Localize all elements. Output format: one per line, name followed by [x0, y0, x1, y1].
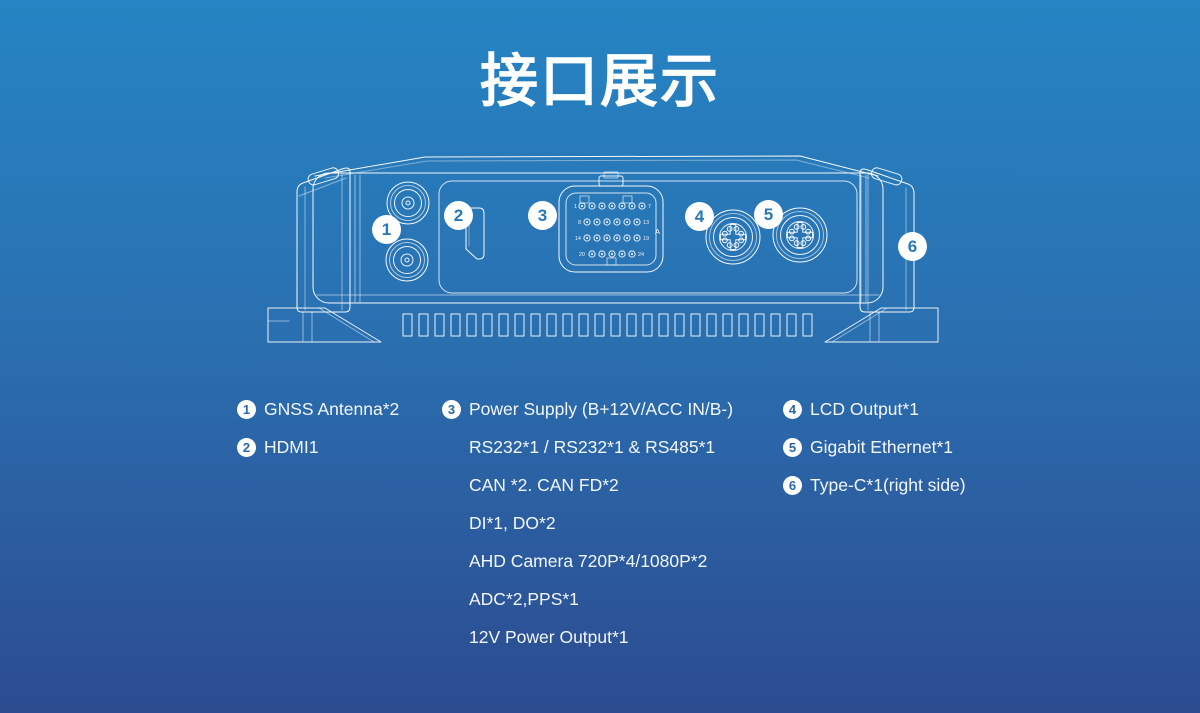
left-foot: [267, 307, 382, 343]
callout-6: 6: [898, 232, 927, 261]
legend-column-2: 3 Power Supply (B+12V/ACC IN/B-) RS232*1…: [442, 390, 733, 656]
gnss-connector-2: [385, 238, 429, 282]
svg-text:13: 13: [643, 220, 649, 226]
heatsink-fins: [402, 313, 813, 337]
bullet-4: 4: [783, 399, 802, 419]
legend-line-dido: DI*1, DO*2: [469, 512, 556, 533]
callout-4: 4: [685, 202, 714, 231]
legend-column-3: 4 LCD Output*1 5 Gigabit Ethernet*1 6 Ty…: [783, 390, 966, 504]
legend-line-12v: 12V Power Output*1: [469, 626, 629, 647]
legend-item-typec: 6 Type-C*1(right side): [783, 466, 966, 504]
bullet-5: 5: [783, 437, 802, 457]
device-top-ridge: [314, 155, 879, 177]
bullet-3: 3: [442, 399, 461, 419]
svg-text:1: 1: [574, 204, 577, 210]
svg-text:8: 8: [578, 220, 581, 226]
callout-2: 2: [444, 201, 473, 230]
svg-text:19: 19: [643, 236, 649, 242]
callout-1: 1: [372, 215, 401, 244]
bullet-1: 1: [237, 399, 256, 419]
callout-5: 5: [754, 200, 783, 229]
legend-item-lcd: 4 LCD Output*1: [783, 390, 966, 428]
callout-3: 3: [528, 201, 557, 230]
bullet-2: 2: [237, 437, 256, 457]
svg-text:14: 14: [575, 236, 581, 242]
svg-text:7: 7: [648, 204, 651, 210]
device-body: [312, 172, 884, 304]
legend-line-can: CAN *2. CAN FD*2: [469, 474, 619, 495]
legend-item-ethernet: 5 Gigabit Ethernet*1: [783, 428, 966, 466]
legend-item-gnss: 1 GNSS Antenna*2: [237, 390, 399, 428]
24pin-connector: [558, 171, 664, 273]
left-bracket: [296, 167, 351, 313]
gnss-connector-1: [386, 181, 430, 225]
right-bracket-slot: [870, 167, 903, 186]
legend-item-hdmi: 2 HDMI1: [237, 428, 399, 466]
legend-line-rs232: RS232*1 / RS232*1 & RS485*1: [469, 436, 716, 457]
right-foot: [824, 307, 939, 343]
ethernet-m12-connector: [772, 207, 828, 263]
svg-text:20: 20: [579, 252, 585, 258]
lcd-m12-connector: [705, 209, 761, 265]
connector-panel: [438, 180, 858, 294]
page-title: 接口展示: [479, 49, 720, 114]
device-illustration: 1 7 8 13 14 19 20 24 A: [267, 155, 939, 343]
bullet-6: 6: [783, 475, 802, 495]
legend-line-adc: ADC*2,PPS*1: [469, 588, 579, 609]
legend-item-power: 3 Power Supply (B+12V/ACC IN/B-): [442, 390, 733, 428]
svg-text:24: 24: [638, 252, 644, 258]
legend-column-1: 1 GNSS Antenna*2 2 HDMI1: [237, 390, 399, 466]
svg-text:A: A: [655, 227, 660, 236]
legend-line-ahd: AHD Camera 720P*4/1080P*2: [469, 550, 708, 571]
pin-labels: 1 7 8 13 14 19 20 24 A: [574, 204, 660, 258]
left-bracket-slot: [307, 167, 340, 186]
